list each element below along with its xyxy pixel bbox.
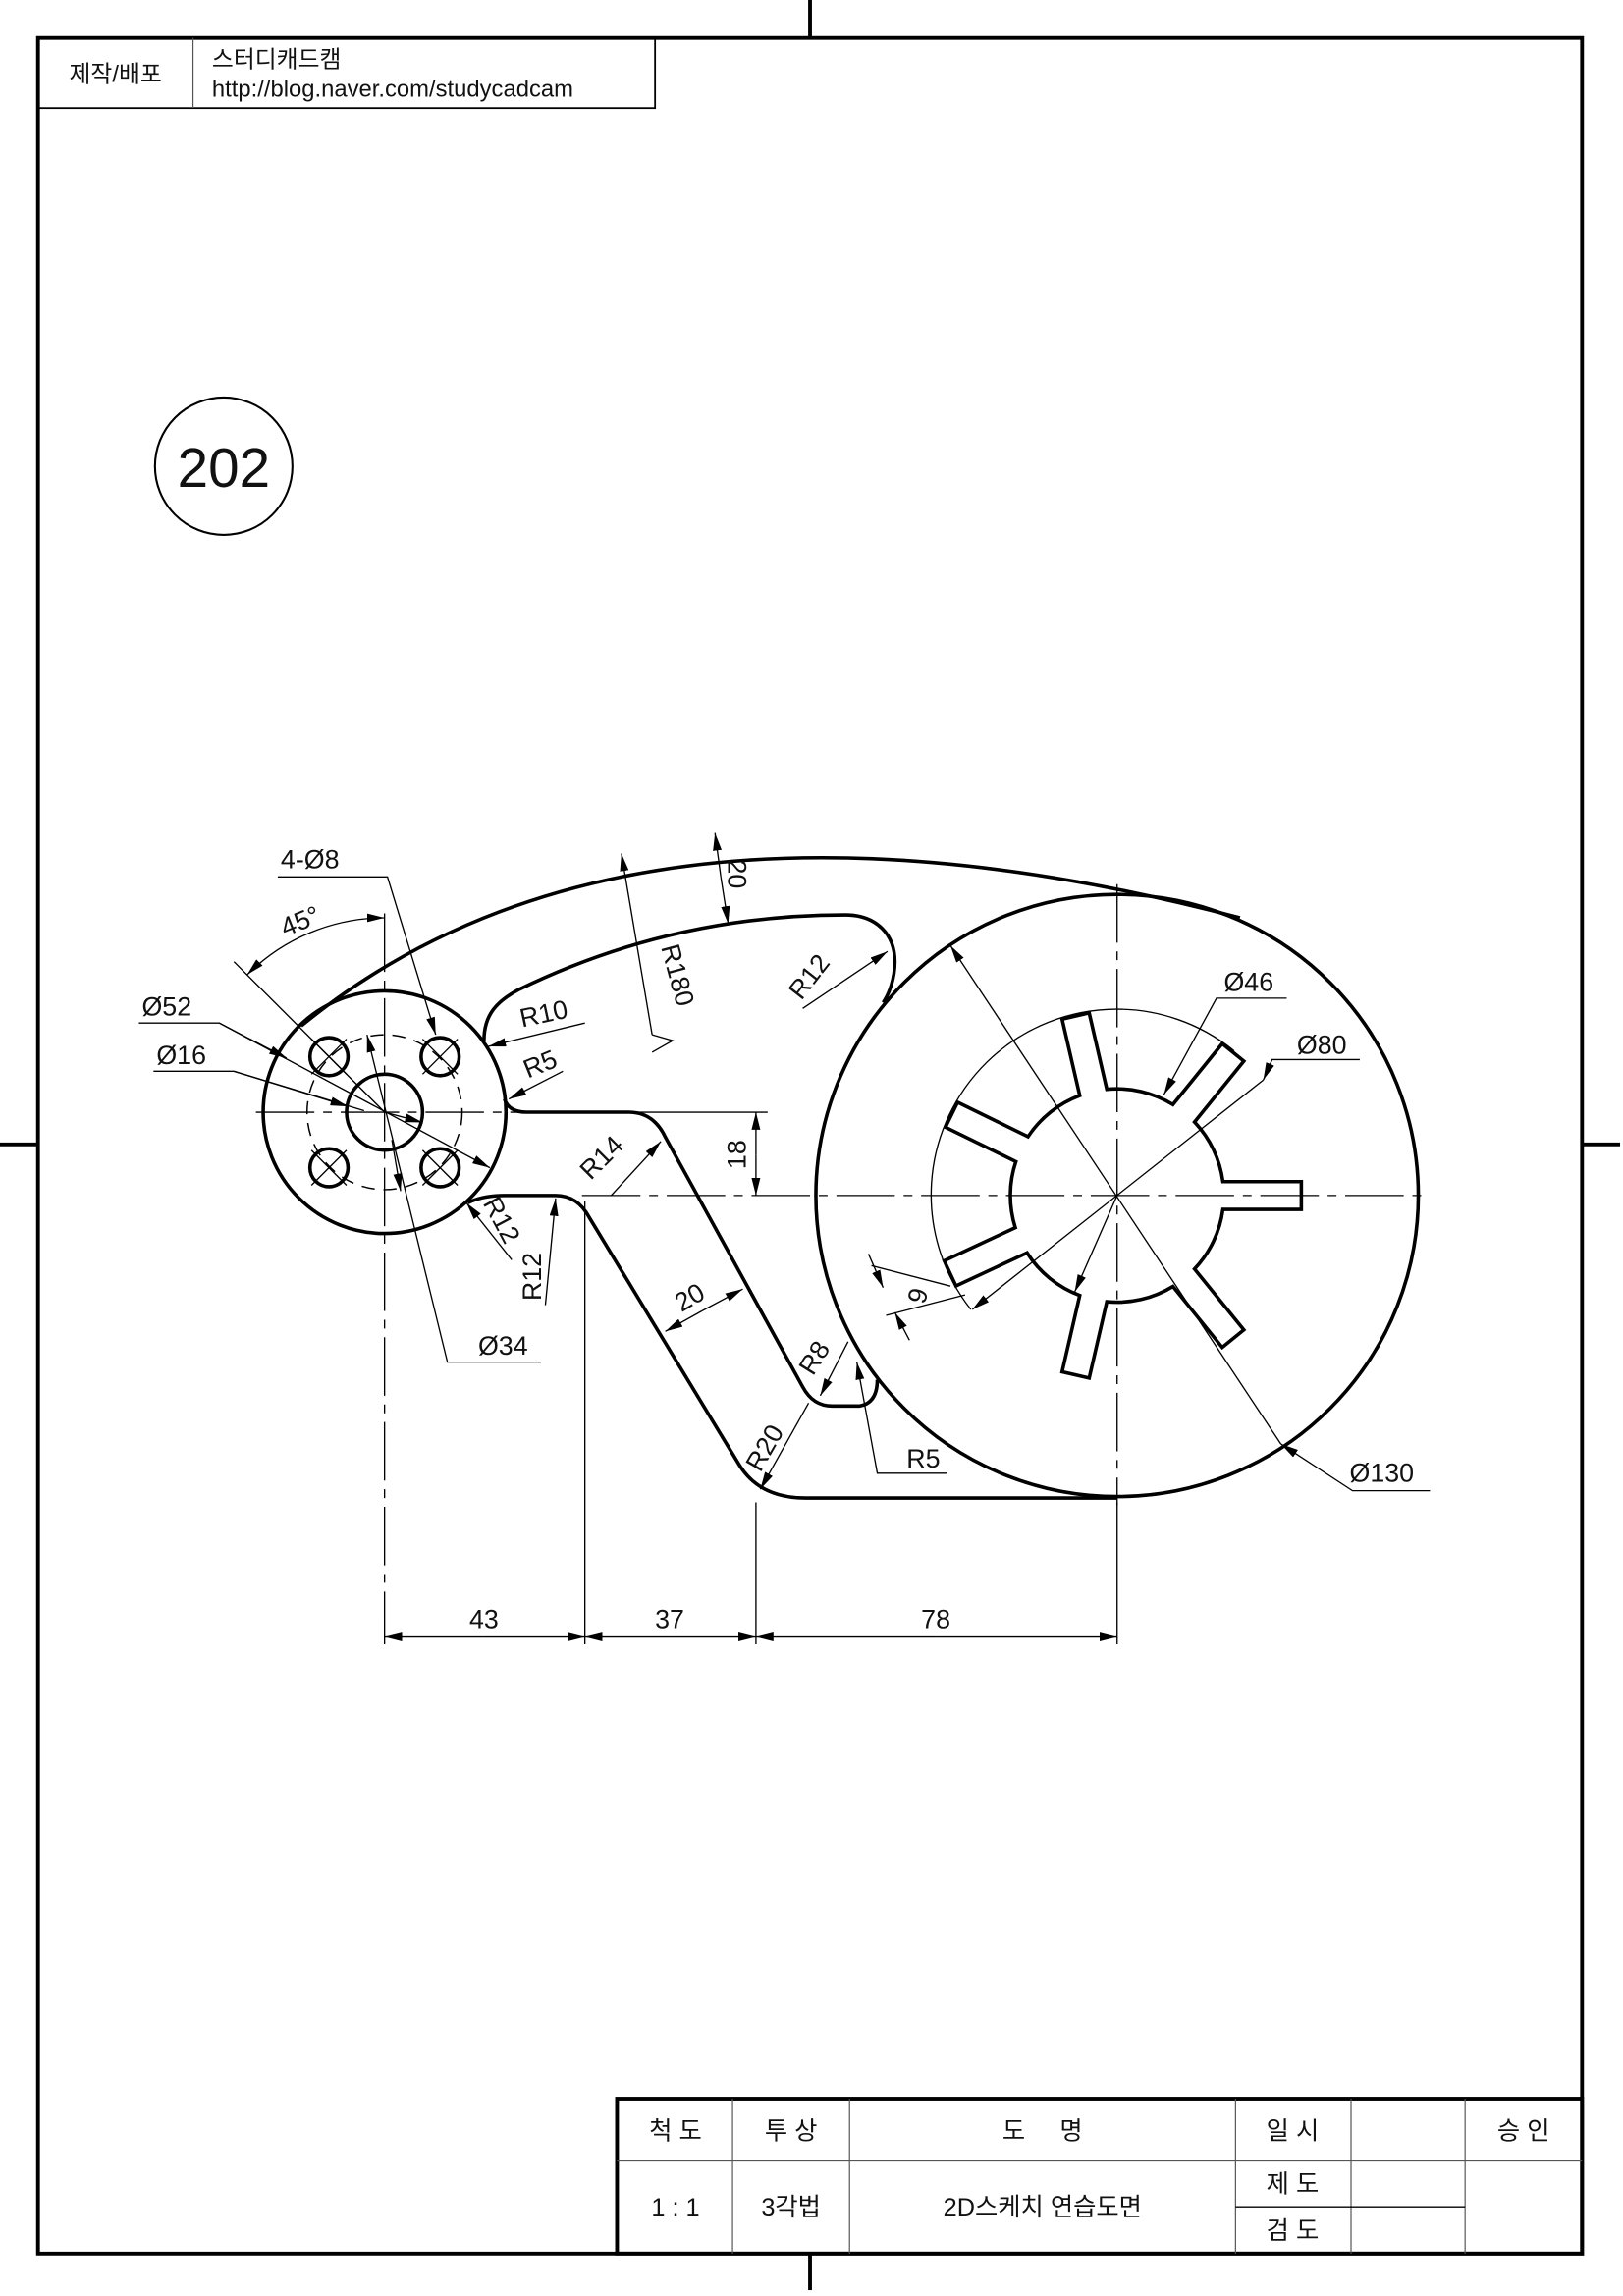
drawing-name-value: 2D스케치 연습도면 [944, 2194, 1142, 2221]
dim-r12-top: R12 [783, 948, 836, 1004]
drawing-number: 202 [178, 437, 270, 499]
dim-r14: R14 [574, 1130, 629, 1185]
dim-r5-top: R5 [519, 1044, 562, 1085]
lower-arm-edge [466, 1194, 1117, 1500]
header-url[interactable]: http://blog.naver.com/studycadcam [212, 76, 573, 102]
bolt-circle [305, 1034, 463, 1191]
boss-circle [261, 988, 509, 1236]
dimension-labels: 4-Ø8 45° Ø52 Ø16 R10 R5 R180 20 R12 R14 … [141, 844, 1414, 1633]
dimension-lines [138, 832, 1431, 1644]
dim-d46: Ø46 [1223, 967, 1273, 996]
dim-slot-6: 6 [901, 1285, 934, 1307]
dim-r20: R20 [740, 1419, 790, 1476]
checked-label: 검 도 [1267, 2217, 1320, 2245]
dim-d34: Ø34 [478, 1331, 528, 1361]
dim-holes: 4-Ø8 [281, 844, 340, 874]
dim-d80: Ø80 [1297, 1030, 1347, 1059]
date-label: 일 시 [1267, 2118, 1320, 2146]
header-box: 제작/배포 스터디캐드캠 http://blog.naver.com/study… [36, 36, 657, 110]
dim-width-20-top: 20 [723, 859, 752, 888]
dim-d130: Ø130 [1350, 1459, 1415, 1488]
inner-slot-edge [482, 913, 897, 1041]
dim-width-20-arm: 20 [670, 1277, 710, 1317]
bolt-hole [419, 1036, 461, 1078]
dim-r12-low: R12 [517, 1253, 547, 1301]
large-circle [814, 892, 1421, 1499]
center-hole [345, 1072, 425, 1152]
dim-r12-left: R12 [477, 1192, 526, 1248]
drawing-number-badge: 202 [153, 396, 294, 536]
approval-label: 승 인 [1497, 2118, 1550, 2146]
dim-length-37: 37 [655, 1605, 684, 1634]
bolt-hole [307, 1147, 351, 1189]
dim-d16: Ø16 [156, 1041, 206, 1070]
dim-r8: R8 [793, 1336, 837, 1380]
slotted-hub [942, 1010, 1304, 1381]
dim-d52: Ø52 [141, 992, 191, 1022]
drafted-label: 제 도 [1267, 2170, 1320, 2198]
outer-r180-arc [299, 855, 1241, 1028]
scale-label: 척 도 [649, 2118, 702, 2146]
dim-r10: R10 [517, 994, 570, 1034]
upper-arm-edge [503, 1097, 880, 1409]
title-block: 척 도 투 상 도 명 일 시 승 인 1 : 1 3각법 2D스케치 연습도면… [615, 2097, 1585, 2256]
part-outline [261, 855, 1421, 1500]
scale-value: 1 : 1 [651, 2194, 699, 2221]
bolt-hole [419, 1147, 461, 1189]
drawing-name-label: 도 명 [1002, 2118, 1083, 2146]
d80-reference-arc [930, 1008, 1235, 1310]
dim-length-78: 78 [921, 1605, 950, 1634]
projection-label: 투 상 [765, 2118, 818, 2146]
header-label: 제작/배포 [70, 61, 162, 87]
dim-r5-low: R5 [906, 1444, 940, 1473]
dim-r180: R180 [655, 941, 700, 1010]
centerlines [255, 883, 1426, 1644]
dim-angle: 45° [276, 900, 324, 942]
dim-height-18: 18 [722, 1140, 751, 1169]
dim-length-43: 43 [469, 1605, 499, 1634]
header-author: 스터디캐드캠 [212, 46, 341, 73]
projection-value: 3각법 [761, 2194, 821, 2221]
